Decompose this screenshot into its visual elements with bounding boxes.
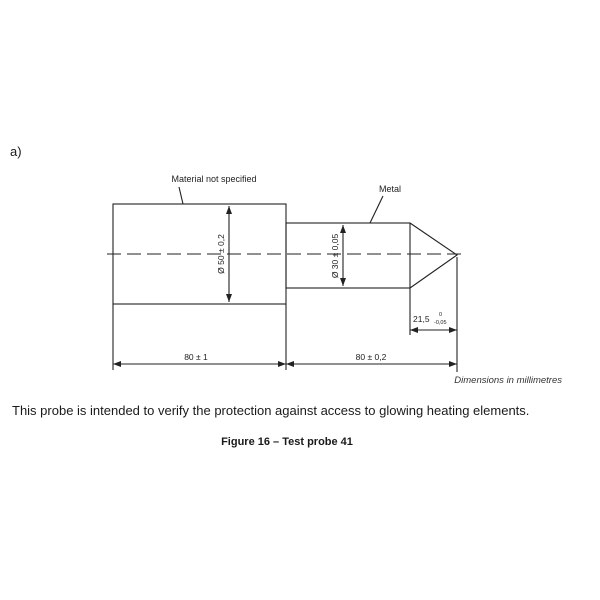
figure-part-label: a) xyxy=(10,144,22,159)
dim-tip-length: 21,5 xyxy=(413,314,430,324)
dim-small-diameter: Ø 30 ± 0,05 xyxy=(330,234,340,279)
dim-handle-length: 80 ± 1 xyxy=(184,352,208,362)
label-material-not-specified: Material not specified xyxy=(171,174,256,184)
units-note: Dimensions in millimetres xyxy=(454,375,562,386)
dim-tip-tol-upper: 0 xyxy=(439,312,442,318)
label-metal: Metal xyxy=(379,184,401,194)
dim-large-diameter: Ø 50 ± 0,2 xyxy=(216,234,226,274)
leader-material xyxy=(178,186,184,205)
figure-caption: Figure 16 – Test probe 41 xyxy=(221,436,353,448)
probe-tip xyxy=(409,222,458,289)
leader-metal xyxy=(369,195,384,224)
dim-tip-tol-lower: -0,05 xyxy=(434,320,447,326)
probe-shaft xyxy=(285,222,411,289)
dim-probe-length: 80 ± 0,2 xyxy=(356,352,387,362)
body-paragraph: This probe is intended to verify the pro… xyxy=(12,403,530,418)
